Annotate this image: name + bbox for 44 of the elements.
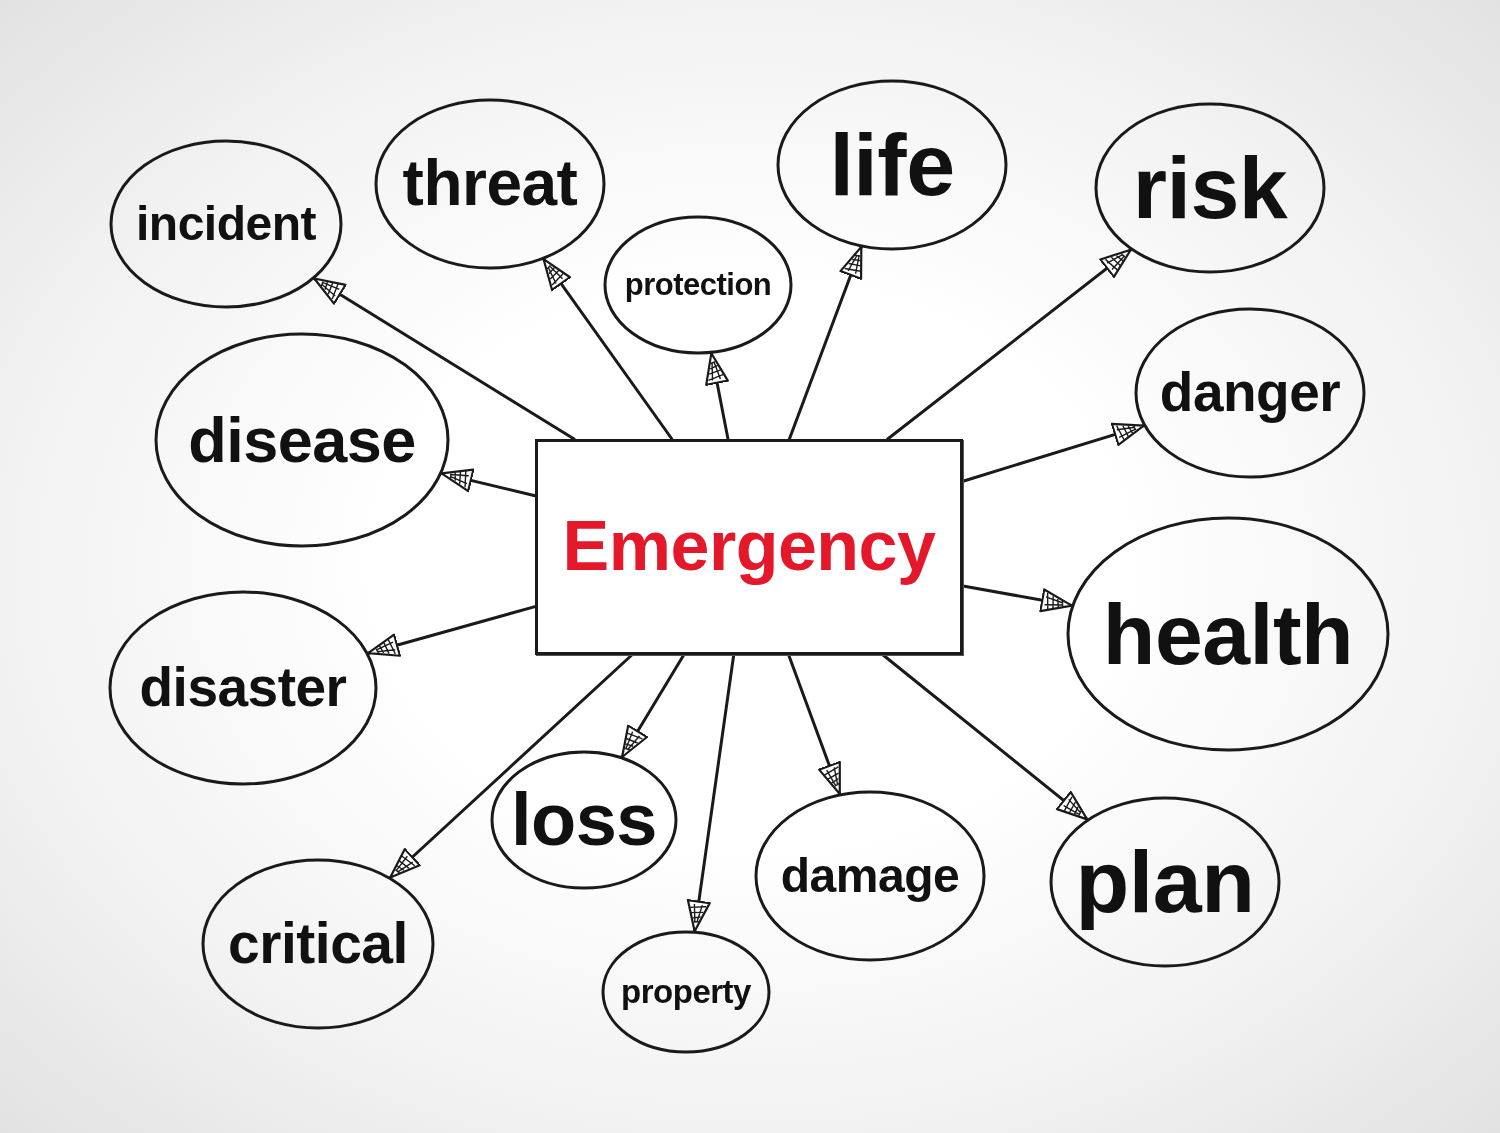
- arrow: [961, 422, 1146, 483]
- word-bubble: [108, 590, 378, 786]
- word-bubble: [601, 930, 771, 1054]
- word-bubble: [776, 79, 1008, 251]
- central-topic-label: Emergency: [562, 510, 936, 584]
- arrow: [312, 277, 576, 441]
- bubble-label: life: [829, 118, 955, 212]
- bubble-label: plan: [1075, 835, 1255, 929]
- word-bubble: [1066, 516, 1390, 752]
- arrow: [787, 245, 863, 441]
- arrow: [542, 257, 674, 441]
- bubble-label: critical: [228, 914, 408, 974]
- bubble-label: protection: [624, 268, 772, 302]
- word-bubble: [1134, 307, 1366, 479]
- bubble-label: disease: [188, 406, 416, 474]
- bubble-label: damage: [780, 850, 960, 902]
- bubble-label: health: [1102, 588, 1354, 680]
- word-bubble: [201, 858, 435, 1030]
- arrow: [787, 653, 842, 796]
- central-topic-box: [535, 439, 963, 655]
- arrow: [388, 653, 634, 879]
- arrow: [620, 653, 686, 759]
- bubble-label: danger: [1159, 364, 1341, 422]
- word-bubble: [490, 750, 678, 890]
- arrow: [961, 584, 1074, 613]
- word-bubble: [1094, 102, 1326, 274]
- bubble-label: disaster: [139, 659, 347, 717]
- arrow: [886, 248, 1133, 441]
- arrow: [881, 653, 1089, 821]
- word-bubble: [1049, 796, 1281, 968]
- bubble-label: risk: [1132, 141, 1288, 235]
- arrow: [440, 468, 537, 498]
- word-bubble: [374, 98, 606, 270]
- bubble-label: threat: [402, 150, 578, 218]
- word-bubble: [154, 332, 450, 548]
- bubble-label: loss: [510, 781, 658, 859]
- word-bubble: [109, 139, 343, 309]
- word-bubble: [603, 215, 793, 355]
- arrow: [366, 605, 537, 657]
- arrow: [705, 351, 730, 441]
- bubble-label: incident: [136, 198, 316, 250]
- arrow: [686, 653, 736, 933]
- bubble-label: property: [621, 974, 751, 1010]
- word-bubble: [754, 790, 986, 962]
